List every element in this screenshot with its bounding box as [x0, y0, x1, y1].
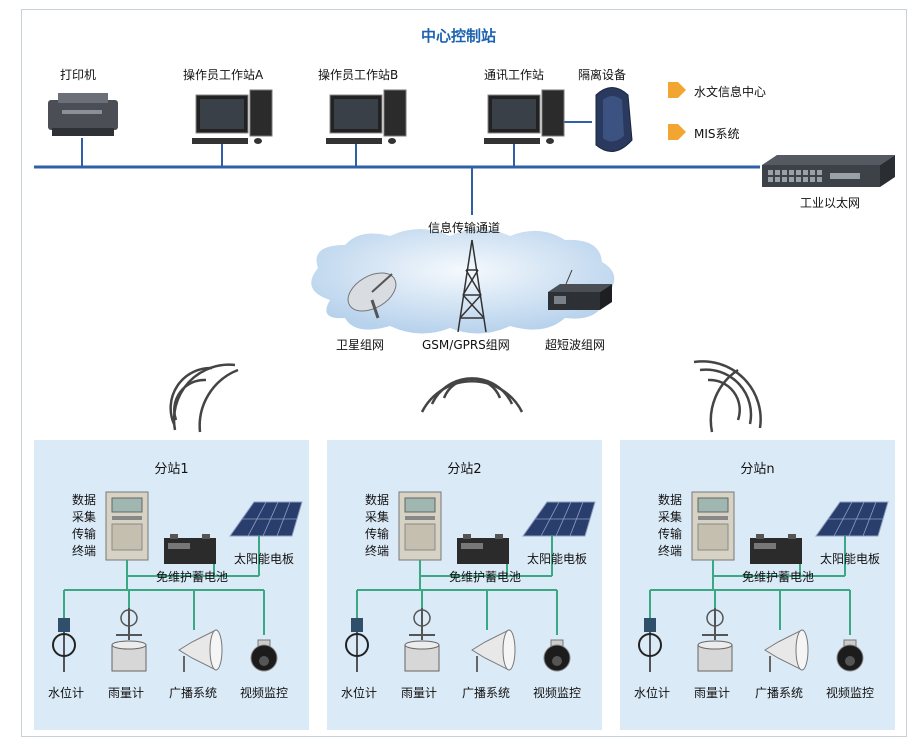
isolation-device-icon	[595, 87, 633, 152]
rain-gauge-icon	[404, 608, 440, 672]
solar-panel-icon	[815, 501, 889, 537]
shortwave-label: 超短波组网	[545, 338, 606, 352]
broadcast-horn-icon	[178, 629, 223, 672]
gsm-tower-icon	[457, 239, 487, 333]
rain-gauge-icon	[697, 608, 733, 672]
rtu-label: 数据采集传输终端	[72, 493, 97, 558]
solar-label: 太阳能电板	[527, 552, 588, 566]
rain-gauge-icon	[111, 608, 147, 672]
satellite-label: 卫星组网	[336, 338, 385, 352]
rtu-icon	[398, 491, 442, 561]
diagram-frame	[21, 9, 907, 737]
rtu-icon	[105, 491, 149, 561]
substation-title: 分站1	[154, 462, 189, 477]
broadcast-label: 广播系统	[462, 686, 511, 700]
solar-panel-icon	[522, 501, 596, 537]
battery-icon	[164, 534, 216, 564]
water-level-icon	[345, 618, 369, 672]
arrow-mis-icon	[668, 124, 686, 140]
broadcast-label: 广播系统	[755, 686, 804, 700]
battery-label: 免维护蓄电池	[742, 570, 815, 584]
comm-workstation-icon	[484, 89, 565, 144]
diagram-title: 中心控制站	[420, 27, 496, 45]
video-camera-icon	[543, 639, 571, 672]
video-camera-icon	[836, 639, 864, 672]
video-label: 视频监控	[826, 686, 875, 700]
ethernet-label: 工业以太网	[800, 196, 861, 210]
workstation-a-label: 操作员工作站A	[183, 68, 264, 82]
solar-label: 太阳能电板	[234, 552, 295, 566]
battery-icon	[457, 534, 509, 564]
wireless-waves	[169, 360, 762, 433]
printer-icon	[48, 93, 118, 136]
broadcast-horn-icon	[471, 629, 516, 672]
broadcast-horn-icon	[764, 629, 809, 672]
substation-panel-1: 分站1	[34, 440, 309, 730]
channel-title: 信息传输通道	[428, 221, 501, 235]
substation-svg	[52, 491, 303, 672]
video-label: 视频监控	[533, 686, 582, 700]
ethernet-switch-icon	[762, 155, 895, 187]
battery-label: 免维护蓄电池	[449, 570, 522, 584]
mis-label: MIS系统	[694, 127, 740, 141]
arrow-hydro-icon	[668, 82, 686, 98]
workstation-b-icon	[326, 89, 407, 144]
rtu-label: 数据采集传输终端	[365, 493, 390, 558]
rtu-label: 数据采集传输终端	[658, 493, 683, 558]
battery-icon	[750, 534, 802, 564]
substation-title: 分站n	[740, 462, 775, 477]
water-level-label: 水位计	[341, 686, 378, 700]
printer-label: 打印机	[60, 68, 97, 82]
water-level-label: 水位计	[48, 686, 85, 700]
video-camera-icon	[250, 639, 278, 672]
video-label: 视频监控	[240, 686, 289, 700]
rain-gauge-label: 雨量计	[401, 686, 438, 700]
substation-svg	[345, 491, 596, 672]
satellite-dish-icon	[347, 272, 397, 319]
rtu-icon	[691, 491, 735, 561]
solar-panel-icon	[229, 501, 303, 537]
substation-svg	[638, 491, 889, 672]
shortwave-radio-icon	[548, 269, 612, 310]
solar-label: 太阳能电板	[820, 552, 881, 566]
battery-label: 免维护蓄电池	[156, 570, 229, 584]
substation-panel-2: 分站2	[327, 440, 602, 730]
water-level-icon	[638, 618, 662, 672]
control-network-svg	[34, 82, 895, 433]
comm-workstation-label: 通讯工作站	[484, 68, 545, 82]
substation-panel-3: 分站n	[620, 440, 895, 730]
rain-gauge-label: 雨量计	[108, 686, 145, 700]
workstation-a-icon	[192, 89, 273, 144]
substation-title: 分站2	[447, 462, 482, 477]
gsm-label: GSM/GPRS组网	[422, 338, 510, 352]
hydro-center-label: 水文信息中心	[694, 85, 767, 99]
rain-gauge-label: 雨量计	[694, 686, 731, 700]
isolation-device-label: 隔离设备	[578, 68, 627, 82]
water-level-icon	[52, 618, 76, 672]
workstation-b-label: 操作员工作站B	[318, 68, 399, 82]
broadcast-label: 广播系统	[169, 686, 218, 700]
transmission-cloud	[311, 229, 615, 334]
water-level-label: 水位计	[634, 686, 671, 700]
